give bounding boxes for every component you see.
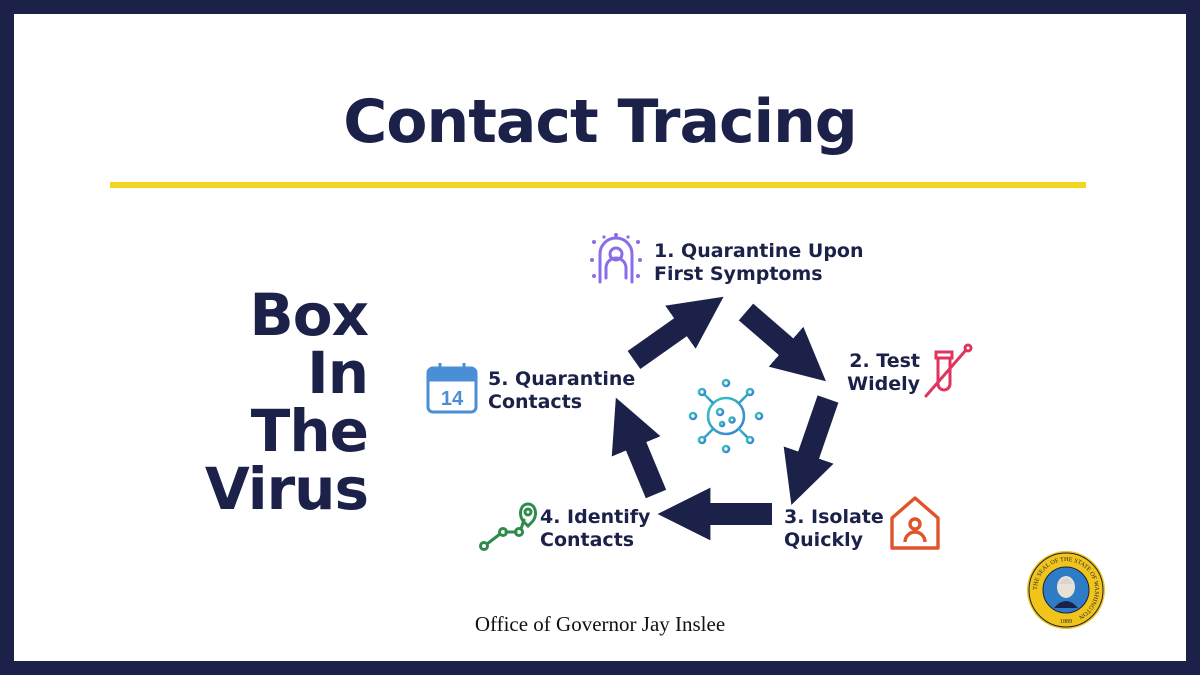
step-1-line2: First Symptoms — [654, 263, 823, 285]
step-5-line1: 5. Quarantine — [488, 368, 636, 390]
tagline-word-4: Virus — [204, 455, 369, 523]
title-underline — [110, 182, 1086, 188]
step-2-line2: Widely — [847, 373, 920, 395]
tagline-word-1: Box — [249, 281, 369, 349]
step-2-line1: 2. Test — [849, 350, 920, 372]
step-4-line2: Contacts — [540, 529, 635, 551]
calendar-icon: 14 — [426, 363, 478, 414]
house-person-icon — [890, 496, 940, 550]
seal-year: 1889 — [1060, 619, 1072, 625]
step-2-label: 2. Test Widely — [844, 350, 920, 396]
step-5-line2: Contacts — [488, 391, 583, 413]
step-3-line1: 3. Isolate — [784, 506, 884, 528]
test-tube-swab-icon — [924, 343, 973, 398]
slide: Contact Tracing Box In The Virus — [14, 14, 1186, 661]
calendar-day: 14 — [441, 388, 464, 410]
cycle-arrows — [611, 296, 839, 541]
step-3-line2: Quickly — [784, 529, 863, 551]
virus-icon — [688, 378, 764, 454]
tagline-word-2: In — [307, 339, 369, 407]
location-path-icon — [479, 502, 537, 551]
step-4-line1: 4. Identify — [540, 506, 651, 528]
step-3-label: 3. Isolate Quickly — [784, 506, 884, 552]
footer-credit: Office of Governor Jay Inslee — [474, 612, 726, 636]
page-title: Contact Tracing — [343, 87, 858, 157]
arrow-4-to-5 — [611, 397, 667, 499]
person-symptoms-icon — [590, 233, 642, 284]
tagline-word-3: The — [250, 397, 369, 465]
step-1-line1: 1. Quarantine Upon — [654, 240, 864, 262]
step-4-label: 4. Identify Contacts — [540, 506, 650, 552]
step-5-label: 5. Quarantine Contacts — [488, 368, 635, 414]
state-seal-logo: THE SEAL OF THE STATE OF WASHINGTON 1889 — [1027, 551, 1105, 629]
arrow-1-to-2 — [738, 303, 826, 382]
arrow-5-to-1 — [627, 296, 724, 369]
step-1-label: 1. Quarantine Upon First Symptoms — [654, 240, 864, 286]
arrow-2-to-3 — [783, 395, 839, 505]
